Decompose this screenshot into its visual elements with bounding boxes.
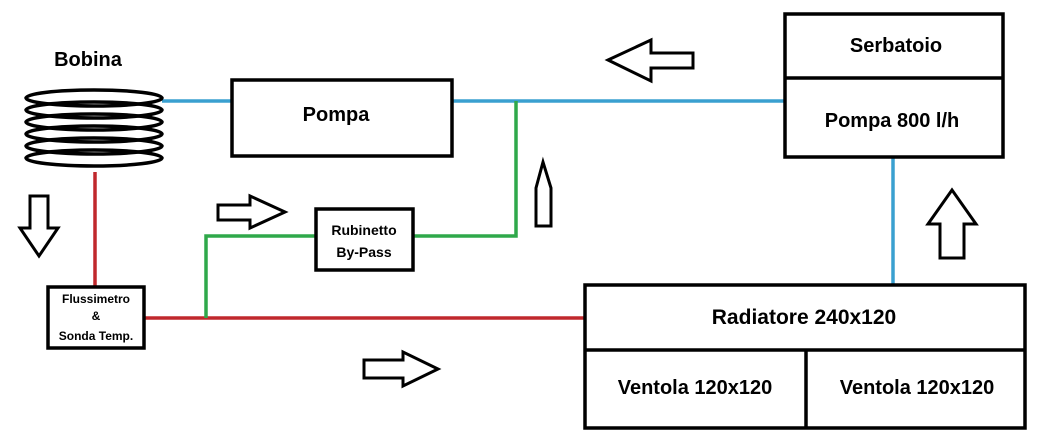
flowmeter-label-line2: & — [92, 309, 101, 323]
coil-label: Bobina — [54, 49, 123, 71]
radiator-label: Radiatore 240x120 — [712, 306, 896, 329]
flow-arrow-up-bypass-icon — [534, 156, 553, 228]
flow-arrow-up-right-icon — [925, 187, 979, 260]
fan-left-label: Ventola 120x120 — [618, 377, 773, 399]
bypass-valve-label-line1: Rubinetto — [331, 222, 396, 238]
flowmeter-label-line3: Sonda Temp. — [59, 329, 133, 343]
pump-label: Pompa — [303, 104, 371, 126]
reservoir-label: Serbatoio — [850, 35, 942, 57]
fan-right-label: Ventola 120x120 — [840, 377, 995, 399]
flowmeter-box — [46, 285, 146, 350]
pipe-bypass-out — [413, 101, 518, 238]
reservoir-box — [783, 12, 1005, 159]
flow-arrow-left-icon — [604, 37, 695, 84]
flow-arrow-right-bottom-icon — [362, 349, 442, 389]
flow-arrow-down-icon — [17, 194, 61, 259]
bypass-valve-label-line2: By-Pass — [336, 244, 391, 260]
bypass-valve-box — [314, 207, 415, 272]
coil-icon — [24, 88, 164, 168]
flow-arrow-right-bypass-icon — [216, 193, 289, 231]
pump-box — [230, 78, 454, 158]
pipe-bypass-in — [204, 234, 316, 318]
flowmeter-label-line1: Flussimetro — [62, 292, 130, 306]
reservoir-pump-label: Pompa 800 l/h — [825, 110, 960, 132]
